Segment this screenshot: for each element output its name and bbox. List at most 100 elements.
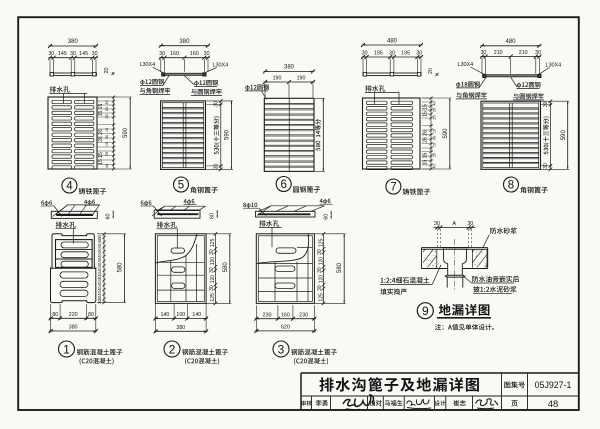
svg-text:590: 590 bbox=[561, 130, 567, 141]
svg-text:125: 125 bbox=[210, 238, 216, 247]
svg-text:30: 30 bbox=[209, 285, 215, 291]
svg-text:15: 15 bbox=[105, 128, 109, 132]
svg-text:30: 30 bbox=[535, 50, 541, 56]
svg-text:40: 40 bbox=[97, 262, 102, 267]
svg-text:15: 15 bbox=[105, 142, 109, 146]
svg-text:26 26: 26 26 bbox=[98, 129, 104, 142]
svg-text:30: 30 bbox=[480, 50, 486, 56]
svg-text:30: 30 bbox=[97, 299, 102, 304]
svg-text:40: 40 bbox=[105, 164, 109, 168]
svg-text:25: 25 bbox=[105, 114, 109, 118]
svg-text:05J927-1: 05J927-1 bbox=[535, 380, 572, 390]
svg-text:620: 620 bbox=[281, 325, 290, 331]
svg-text:25: 25 bbox=[105, 152, 109, 156]
svg-text:590: 590 bbox=[123, 127, 129, 138]
svg-text:6: 6 bbox=[280, 179, 286, 191]
svg-text:120: 120 bbox=[210, 257, 216, 266]
svg-text:30: 30 bbox=[159, 51, 165, 57]
svg-text:L30X4: L30X4 bbox=[213, 63, 229, 69]
svg-text:60: 60 bbox=[106, 214, 112, 220]
svg-text:30: 30 bbox=[105, 135, 109, 139]
svg-text:48: 48 bbox=[548, 398, 558, 409]
svg-text:100: 100 bbox=[176, 312, 185, 318]
svg-text:40: 40 bbox=[97, 271, 102, 276]
svg-text:20: 20 bbox=[104, 68, 110, 74]
svg-text:580: 580 bbox=[223, 262, 229, 273]
svg-text:40: 40 bbox=[97, 276, 102, 281]
svg-text:590: 590 bbox=[443, 128, 449, 139]
svg-text:30: 30 bbox=[389, 51, 395, 57]
svg-text:160: 160 bbox=[190, 51, 199, 57]
svg-text:590: 590 bbox=[225, 129, 231, 140]
svg-text:30: 30 bbox=[467, 221, 473, 227]
svg-text:A: A bbox=[452, 221, 456, 227]
svg-text:30: 30 bbox=[214, 101, 220, 107]
svg-text:40: 40 bbox=[97, 281, 102, 286]
svg-text:30: 30 bbox=[48, 51, 54, 57]
svg-text:30: 30 bbox=[214, 164, 220, 170]
svg-text:30: 30 bbox=[317, 285, 323, 291]
svg-text:30: 30 bbox=[204, 51, 210, 57]
svg-text:125: 125 bbox=[318, 293, 324, 302]
svg-text:30: 30 bbox=[97, 234, 102, 239]
svg-text:25: 25 bbox=[433, 153, 437, 157]
svg-text:580: 580 bbox=[118, 262, 124, 273]
svg-text:40: 40 bbox=[97, 257, 102, 262]
svg-text:30: 30 bbox=[317, 267, 323, 273]
svg-text:20: 20 bbox=[105, 107, 109, 111]
svg-text:40: 40 bbox=[97, 243, 102, 248]
svg-text:30: 30 bbox=[92, 51, 98, 57]
svg-text:380: 380 bbox=[176, 325, 185, 331]
svg-text:80: 80 bbox=[52, 312, 58, 318]
svg-text:30: 30 bbox=[209, 267, 215, 273]
svg-text:40: 40 bbox=[97, 286, 102, 291]
svg-text:20: 20 bbox=[428, 68, 434, 74]
svg-text:1: 1 bbox=[63, 342, 70, 356]
svg-text:125: 125 bbox=[210, 293, 216, 302]
svg-text:2: 2 bbox=[169, 342, 176, 356]
svg-text:160: 160 bbox=[170, 51, 179, 57]
svg-text:210: 210 bbox=[494, 50, 503, 56]
svg-text:230: 230 bbox=[263, 312, 272, 318]
svg-text:120: 120 bbox=[318, 257, 324, 266]
svg-text:140: 140 bbox=[192, 312, 201, 318]
svg-text:220: 220 bbox=[69, 312, 78, 318]
svg-text:120: 120 bbox=[318, 275, 324, 284]
svg-text:195: 195 bbox=[374, 51, 383, 57]
svg-text:40: 40 bbox=[97, 238, 102, 243]
svg-text:15 15: 15 15 bbox=[98, 152, 104, 165]
svg-text:20: 20 bbox=[433, 108, 437, 112]
svg-text:380: 380 bbox=[69, 325, 78, 331]
svg-text:580: 580 bbox=[337, 262, 343, 273]
svg-text:15 15: 15 15 bbox=[422, 153, 428, 166]
svg-text:30: 30 bbox=[209, 249, 215, 255]
svg-text:80: 80 bbox=[88, 312, 94, 318]
svg-text:30: 30 bbox=[543, 101, 549, 107]
svg-text:40: 40 bbox=[433, 101, 437, 105]
svg-text:380: 380 bbox=[179, 39, 190, 45]
svg-text:5: 5 bbox=[178, 180, 184, 192]
svg-text:40: 40 bbox=[105, 100, 109, 104]
svg-text:480: 480 bbox=[505, 39, 516, 45]
svg-text:30: 30 bbox=[434, 221, 440, 227]
svg-text:190: 190 bbox=[273, 76, 282, 82]
svg-text:40: 40 bbox=[97, 267, 102, 272]
svg-text:15: 15 bbox=[433, 143, 437, 147]
svg-text:30: 30 bbox=[433, 136, 437, 140]
svg-text:3: 3 bbox=[278, 342, 285, 356]
svg-text:L30X4: L30X4 bbox=[546, 63, 562, 69]
svg-text:380: 380 bbox=[68, 39, 79, 45]
svg-text:380: 380 bbox=[284, 65, 295, 71]
svg-text:25: 25 bbox=[433, 115, 437, 119]
svg-text:40: 40 bbox=[97, 290, 102, 295]
svg-text:140: 140 bbox=[160, 312, 169, 318]
svg-text:120: 120 bbox=[210, 275, 216, 284]
svg-text:40: 40 bbox=[97, 253, 102, 258]
svg-text:60: 60 bbox=[210, 213, 216, 219]
svg-text:210: 210 bbox=[519, 50, 528, 56]
svg-text:9: 9 bbox=[422, 304, 429, 318]
svg-text:190: 190 bbox=[297, 76, 306, 82]
svg-text:145: 145 bbox=[79, 51, 88, 57]
svg-text:145: 145 bbox=[58, 51, 67, 57]
svg-text:60: 60 bbox=[324, 214, 330, 220]
